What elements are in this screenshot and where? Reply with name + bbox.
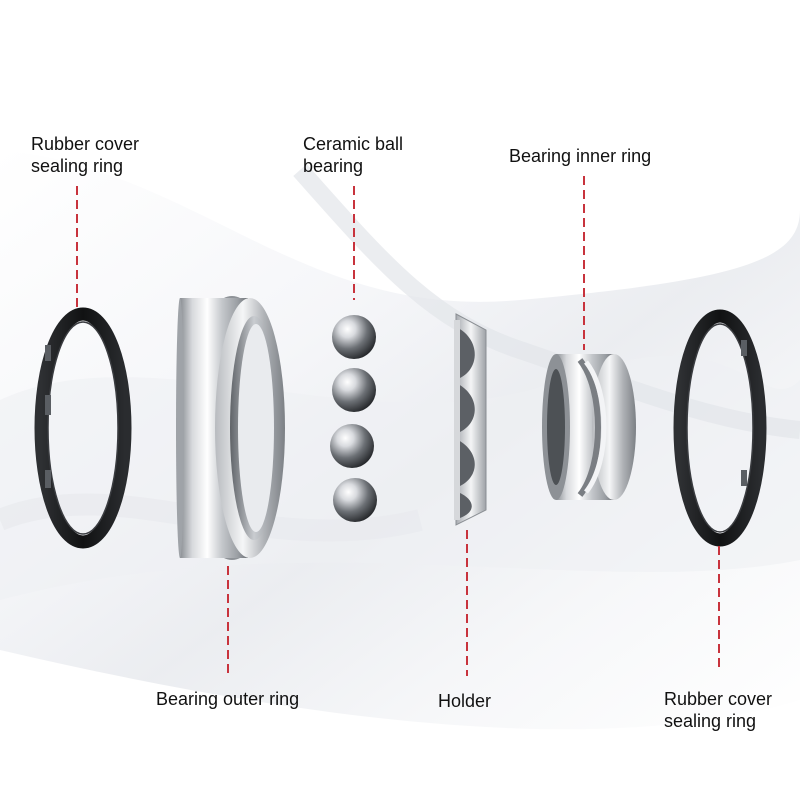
left-seal-ring: [34, 307, 132, 549]
right-seal-ring: [673, 309, 767, 547]
label-bearing-outer-ring: Bearing outer ring: [156, 689, 300, 709]
ceramic-balls: [330, 315, 377, 522]
label-rubber-cover-sealing-ring-left: Rubber cover sealing ring: [31, 134, 140, 176]
leader-line-seal-left: [76, 186, 78, 308]
label-rubber-cover-sealing-ring-right: Rubber cover sealing ring: [664, 689, 773, 731]
leader-line-inner-ring: [583, 176, 585, 350]
leader-line-ceramic-ball: [353, 186, 355, 300]
outer-ring: [176, 296, 285, 560]
leader-line-outer-ring: [227, 566, 229, 674]
leader-line-holder: [466, 530, 468, 676]
label-bearing-inner-ring: Bearing inner ring: [509, 146, 652, 166]
inner-ring: [542, 354, 636, 500]
leader-line-seal-right: [718, 546, 720, 672]
holder-cage: [454, 313, 487, 526]
label-holder: Holder: [438, 691, 492, 711]
label-ceramic-ball-bearing: Ceramic ball bearing: [303, 134, 404, 176]
